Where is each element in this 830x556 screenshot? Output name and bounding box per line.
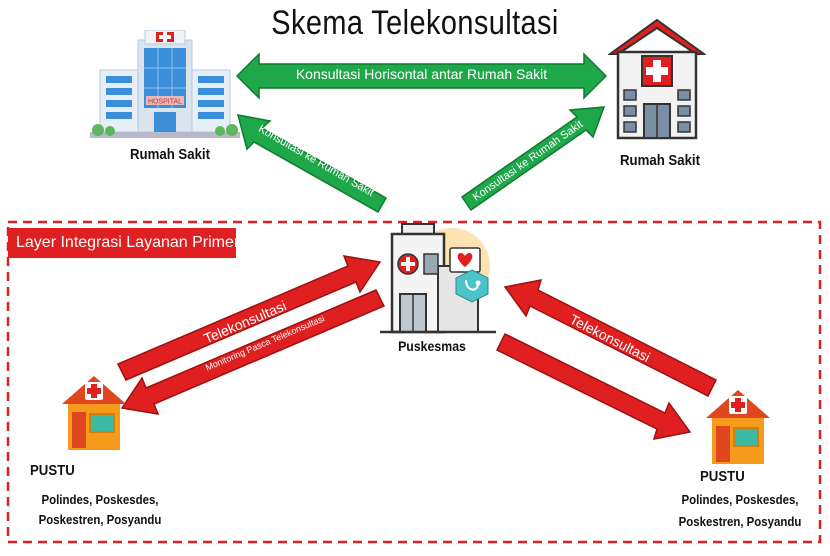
pustu-left-sub1: Polindes, Poskesdes, [41,492,159,507]
hospital-house-icon [608,18,706,140]
pustu-right-sub2: Poskestren, Posyandu [678,514,802,529]
to-rs-right-arrow [460,106,606,212]
horizontal-arrow [235,52,608,100]
puskesmas-icon [380,223,496,334]
pustu-left-label: PUSTU [30,462,75,479]
pustu-left-sub2: Poskestren, Posyandu [38,512,162,527]
hospital-building-icon: HOSPITAL [90,30,240,138]
horizontal-arrow-label: Konsultasi Horisontal antar Rumah Sakit [295,66,548,82]
pustu-right-sub1: Polindes, Poskesdes, [681,492,799,507]
tele-right-arrow [503,279,718,398]
pustu-right-label: PUSTU [700,468,745,485]
hospital-sign: HOSPITAL [148,99,182,106]
diagram-title: Skema Telekonsultasi [271,4,559,42]
pustu-house-icon-right [706,390,770,464]
tele-left-arrow [116,255,382,381]
hospital-left-label: Rumah Sakit [130,146,210,163]
to-rs-left-arrow [236,114,388,214]
pustu-house-icon [62,376,126,450]
monitor-left-arrow [120,289,386,415]
puskesmas-label: Puskesmas [398,338,466,354]
layer-label: Layer Integrasi Layanan Primer [8,228,239,258]
hospital-right-label: Rumah Sakit [620,152,700,169]
monitor-right-arrow [495,332,692,440]
